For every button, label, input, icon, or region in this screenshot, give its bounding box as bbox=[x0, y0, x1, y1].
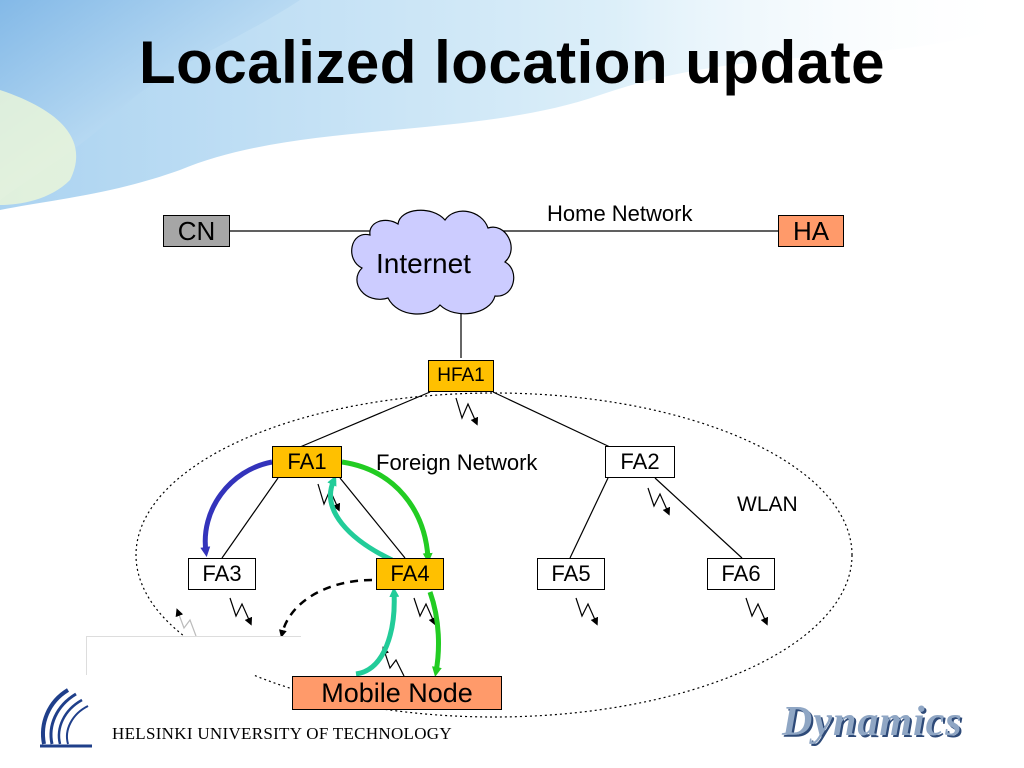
background-glow bbox=[0, 90, 77, 205]
fa6-node: FA6 bbox=[707, 558, 775, 590]
internet-label: Internet bbox=[376, 248, 471, 279]
link-fa1-fa3 bbox=[221, 477, 279, 559]
update-arrow-fa1-to-fa4 bbox=[341, 459, 433, 563]
wireless-signal-hfa1 bbox=[455, 397, 479, 426]
fa4-node: FA4 bbox=[376, 558, 444, 590]
fa3-node: FA3 bbox=[188, 558, 256, 590]
slide-title: Localized location update bbox=[139, 29, 885, 96]
fa2-node: FA2 bbox=[605, 446, 675, 478]
link-fa2-fa5 bbox=[569, 477, 609, 559]
foreign-network-boundary bbox=[135, 392, 853, 718]
update-arrow-fa4-to-mn bbox=[427, 591, 442, 677]
update-arrow-fa1-to-fa3 bbox=[200, 459, 273, 557]
background-swirl-left bbox=[0, 0, 300, 200]
wireless-signal-faded bbox=[175, 608, 197, 637]
blank-panel bbox=[86, 636, 301, 675]
mobile-node: Mobile Node bbox=[292, 676, 502, 710]
university-name: HELSINKI UNIVERSITY OF TECHNOLOGY bbox=[112, 724, 452, 743]
university-logo-icon bbox=[40, 688, 92, 748]
update-arrow-mn-to-fa4 bbox=[355, 587, 400, 677]
movement-arrow bbox=[279, 578, 373, 638]
foreign-network-label: Foreign Network bbox=[376, 450, 538, 475]
link-fa2-fa6 bbox=[654, 477, 743, 559]
wireless-signal-fa5 bbox=[575, 597, 599, 626]
hfa1-node: HFA1 bbox=[428, 360, 494, 392]
wireless-signal-fa2 bbox=[647, 487, 671, 516]
fa1-node: FA1 bbox=[272, 446, 342, 478]
cn-node: CN bbox=[163, 215, 230, 247]
update-arrow-fa4-to-fa1 bbox=[327, 475, 394, 563]
wireless-signal-fa4 bbox=[413, 597, 437, 626]
link-fa1-fa4 bbox=[339, 477, 406, 559]
wireless-signals bbox=[175, 397, 769, 677]
internet-cloud bbox=[351, 209, 515, 315]
wireless-signal-fa3 bbox=[229, 597, 253, 626]
home-network-label: Home Network bbox=[547, 201, 693, 226]
link-hfa1-fa1 bbox=[299, 391, 431, 448]
ha-node: HA bbox=[778, 215, 844, 247]
background-swirl bbox=[0, 0, 1024, 210]
fa5-node: FA5 bbox=[537, 558, 605, 590]
link-hfa1-fa2 bbox=[492, 391, 611, 448]
wireless-signal-fa1 bbox=[317, 483, 341, 512]
wlan-label: WLAN bbox=[737, 493, 798, 516]
wireless-signal-mobile-node bbox=[381, 646, 405, 677]
brand-logo: Dynamics bbox=[782, 699, 963, 745]
wireless-signal-fa6 bbox=[745, 597, 769, 626]
